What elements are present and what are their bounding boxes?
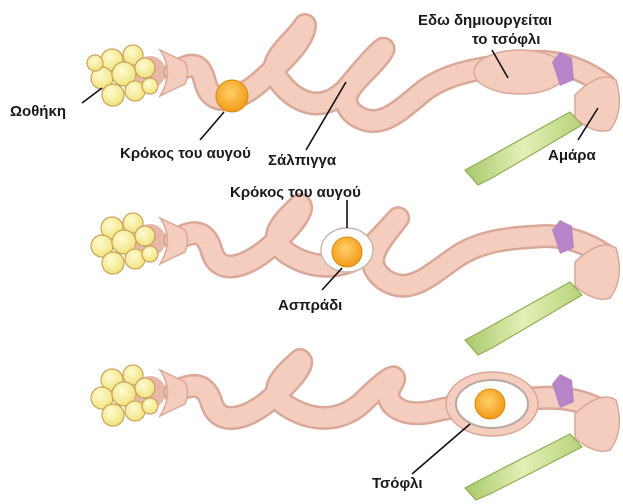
intestine-3 — [465, 434, 582, 500]
label-yolk: Κρόκος του αυγού — [120, 145, 251, 162]
cloaca — [575, 77, 619, 131]
label-albumen: Ασπράδι — [278, 297, 342, 314]
yolk-3 — [475, 389, 505, 419]
leader-shell — [412, 424, 470, 474]
ovary-3 — [91, 365, 166, 426]
ovary-1 — [87, 45, 166, 106]
yolk-2 — [332, 237, 362, 267]
leader-ovary — [82, 88, 102, 103]
label-yolk-2: Κρόκος του αυγού — [230, 184, 361, 201]
yolk-1 — [216, 80, 248, 112]
row-2: Κρόκος του αυγού Ασπράδι — [91, 184, 619, 355]
label-cloaca: Αμάρα — [548, 147, 597, 164]
row-3: Τσόφλι — [91, 360, 619, 500]
ovary-2 — [91, 213, 166, 274]
shell-gland — [474, 50, 566, 94]
label-shell: Τσόφλι — [372, 475, 423, 492]
row-1: Ωοθήκη Κρόκος του αυγού Σάλπιγγα Εδω δημ… — [10, 12, 619, 185]
label-oviduct: Σάλπιγγα — [268, 152, 337, 169]
label-shell-gland-2: το τσόφλι — [472, 31, 540, 48]
leader-yolk — [200, 112, 224, 140]
intestine-2 — [465, 282, 582, 355]
label-ovary: Ωοθήκη — [10, 103, 66, 120]
label-shell-gland: Εδω δημιουργείται — [418, 12, 552, 29]
